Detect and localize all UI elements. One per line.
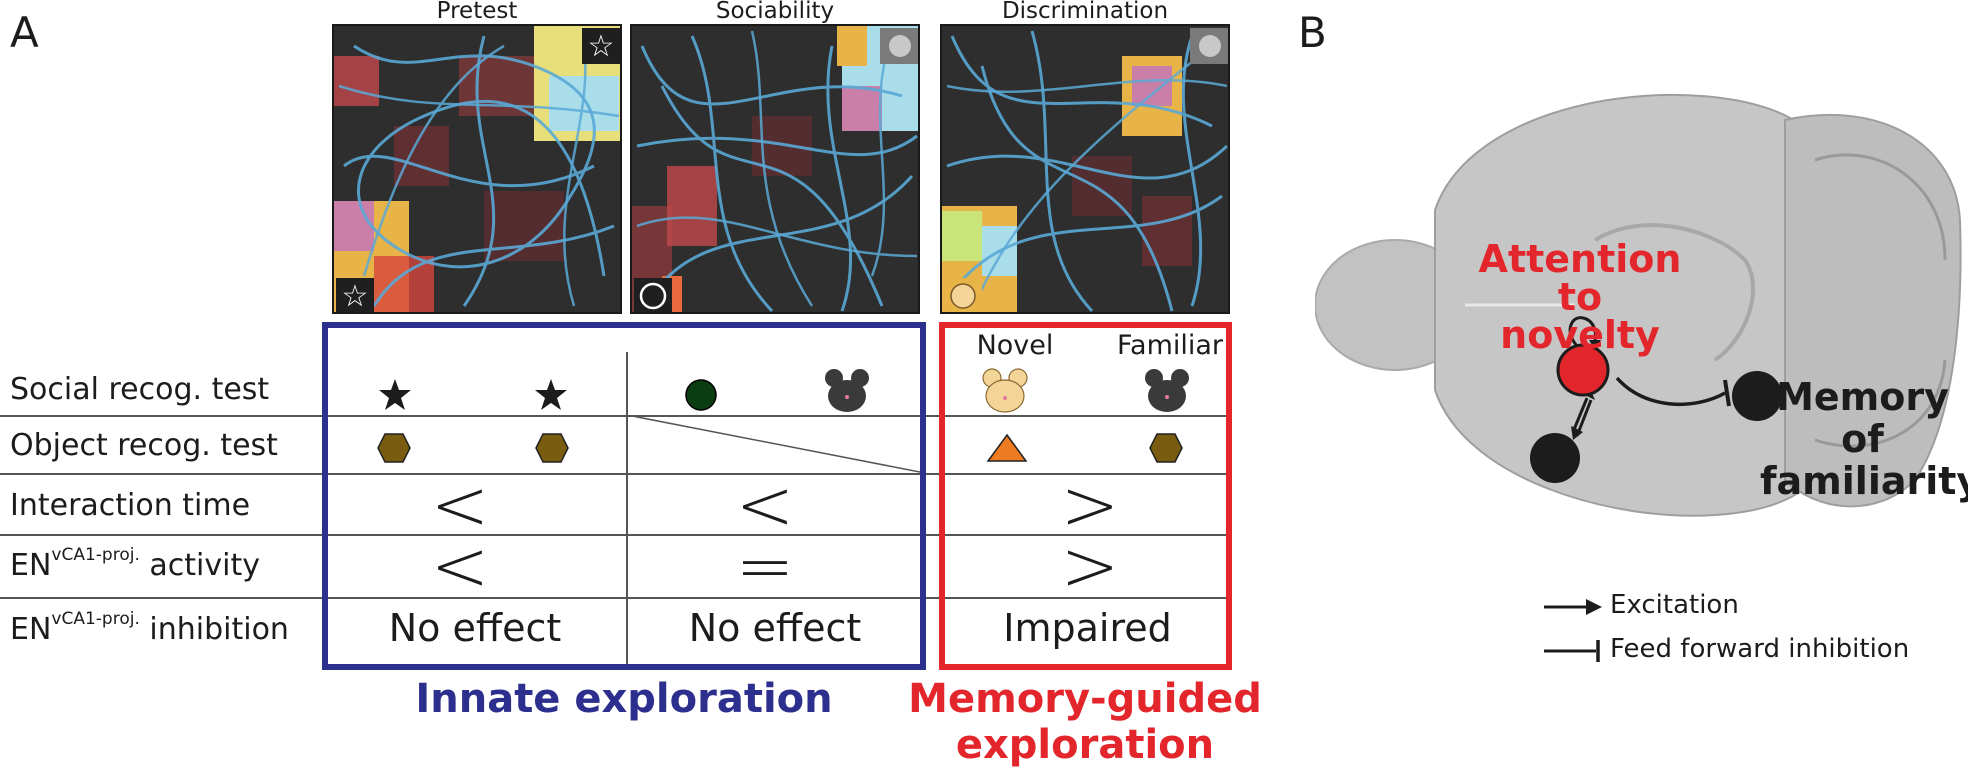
- memory-guided-label: Memory-guided exploration: [908, 676, 1262, 768]
- star-icon: ☆: [588, 29, 615, 64]
- legend-excitation: Excitation: [1610, 590, 1739, 620]
- row-divider: [0, 534, 1230, 536]
- heatmap-sociability: [630, 24, 920, 314]
- panel-label-a: A: [10, 8, 39, 57]
- activity-comparison-1: <: [430, 525, 490, 607]
- row-label-social-recog: Social recog. test: [10, 372, 270, 407]
- hexagon-object-icon: [377, 433, 411, 463]
- panel-label-b: B: [1298, 8, 1327, 57]
- inhibition-bar-icon: [1544, 640, 1600, 662]
- col-head-novel: Novel: [976, 330, 1054, 361]
- trajectory-pretest: ☆ ☆: [334, 26, 620, 314]
- attention-to-novelty-label: Attention to novelty: [1478, 237, 1682, 357]
- inhibition-result-1: No effect: [388, 606, 562, 650]
- row-label-interaction-time: Interaction time: [10, 488, 251, 523]
- activity-comparison-3: >: [1060, 525, 1120, 607]
- novelty-node: [1556, 343, 1610, 397]
- inhibition-result-2: No effect: [688, 606, 862, 650]
- mouse-familiar-icon: [825, 369, 869, 412]
- not-applicable-diagonal: [627, 415, 925, 474]
- activity-comparison-2: =: [735, 525, 795, 607]
- map-title-sociability: Sociability: [715, 0, 835, 24]
- interaction-comparison-1: <: [430, 464, 490, 546]
- mouse-familiar-icon: [1145, 369, 1189, 412]
- column-divider: [626, 352, 628, 664]
- row-divider: [0, 597, 1230, 599]
- innate-exploration-label: Innate exploration: [415, 676, 833, 722]
- circle-object-icon: [685, 379, 717, 411]
- mouse-novel-icon: [950, 283, 976, 309]
- interaction-comparison-2: <: [735, 464, 795, 546]
- trajectory-discrimination: [942, 28, 1228, 312]
- star-filled-icon: [535, 379, 567, 410]
- hexagon-object-icon: [1149, 433, 1183, 463]
- legend-feed-forward-inhibition: Feed forward inhibition: [1610, 634, 1910, 664]
- map-title-pretest: Pretest: [436, 0, 518, 24]
- map-title-discrimination: Discrimination: [1001, 0, 1169, 24]
- input-node: [1530, 433, 1580, 483]
- heatmap-discrimination: [940, 24, 1230, 314]
- memory-guided-box: [939, 322, 1232, 670]
- mouse-icon: [1199, 35, 1221, 57]
- innate-exploration-box: [322, 322, 926, 670]
- triangle-object-icon: [986, 433, 1028, 462]
- row-divider: [0, 415, 1230, 417]
- circle-object-icon: [639, 282, 667, 310]
- hexagon-object-icon: [535, 433, 569, 463]
- trajectory-sociability: [632, 26, 918, 312]
- excitation-arrow-icon: [1544, 599, 1602, 615]
- row-label-object-recog: Object recog. test: [10, 428, 278, 463]
- star-filled-icon: [379, 379, 411, 410]
- row-label-inhibition: ENvCA1-proj. inhibition: [10, 609, 289, 647]
- heatmap-pretest: ☆ ☆: [332, 24, 622, 314]
- brain-illustration: [1315, 94, 1962, 517]
- interaction-comparison-3: >: [1060, 464, 1120, 546]
- mouse-novel-icon: [982, 368, 1028, 413]
- row-label-activity: ENvCA1-proj. activity: [10, 545, 260, 583]
- col-head-familiar: Familiar: [1116, 330, 1224, 361]
- memory-of-familiarity-label: Memory of familiarity: [1760, 375, 1968, 503]
- row-divider: [0, 473, 1230, 475]
- star-icon: ☆: [342, 279, 369, 314]
- familiarity-node: [1732, 371, 1782, 421]
- mouse-icon: [889, 35, 911, 57]
- inhibition-result-3: Impaired: [1003, 606, 1172, 650]
